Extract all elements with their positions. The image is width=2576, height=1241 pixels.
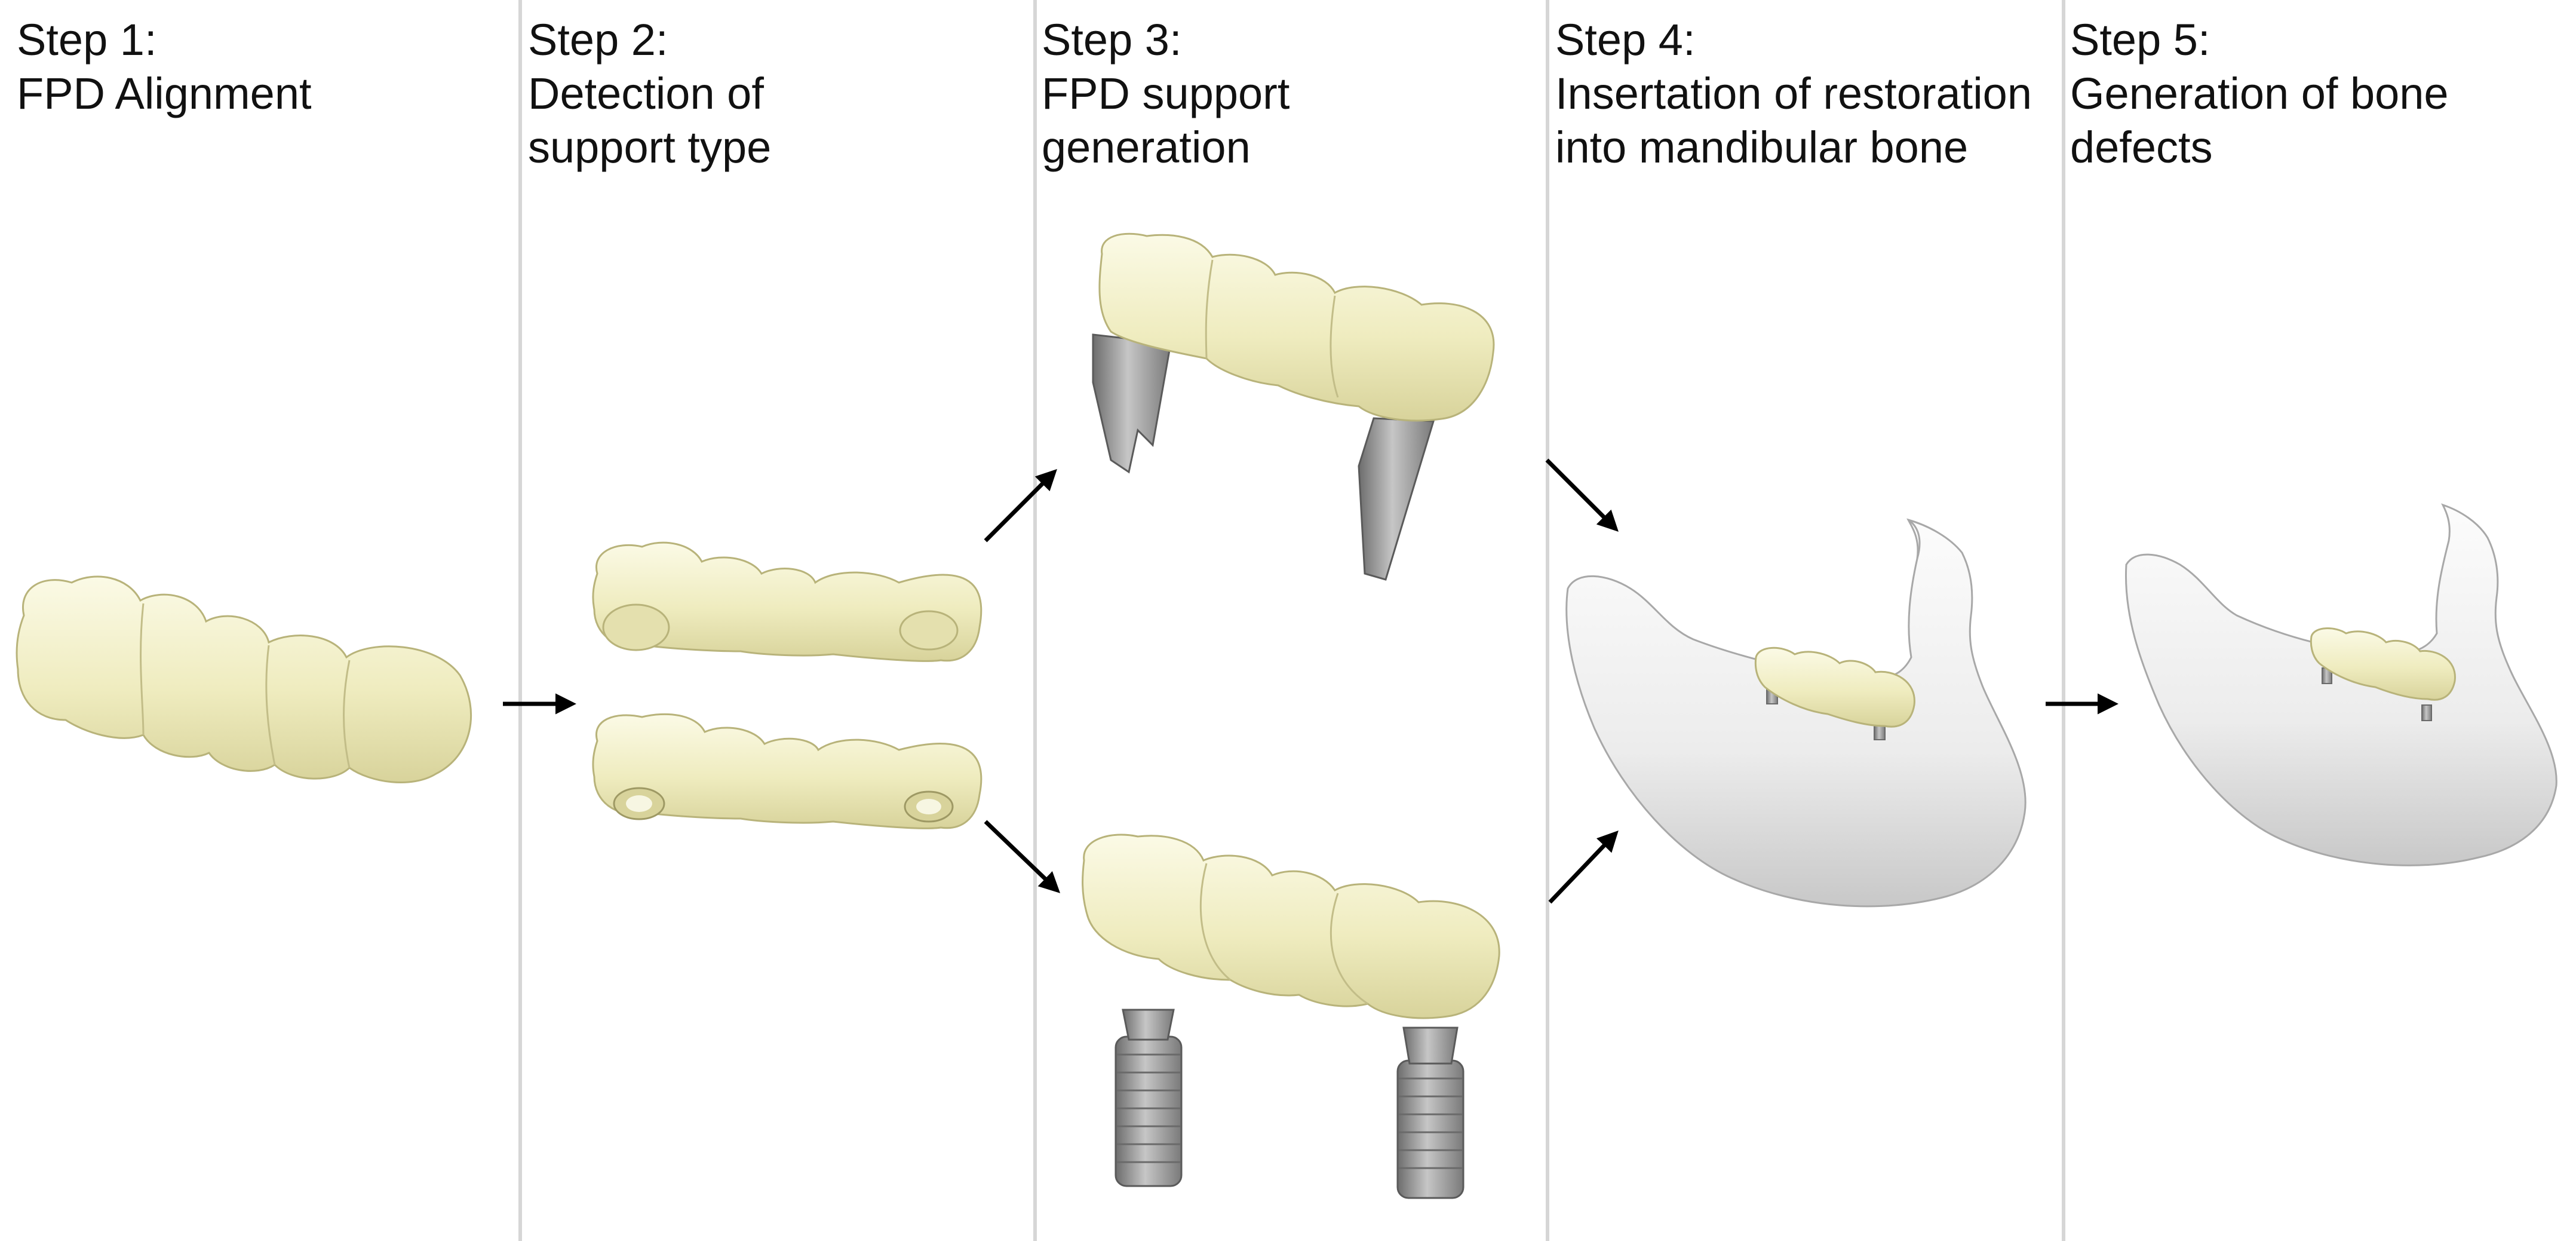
step-2-number: Step 2: xyxy=(528,15,668,65)
step-5-title: Generation of bone xyxy=(2070,69,2449,118)
step-4-heading: Step 4: Insertation of restoration into … xyxy=(1555,13,2032,174)
bridge-on-natural-roots-model xyxy=(1092,232,1495,581)
step-2-heading: Step 2: Detection of support type xyxy=(528,13,771,174)
column-divider xyxy=(1546,0,1549,1241)
step-3-number: Step 3: xyxy=(1042,15,1182,65)
step-3-title: FPD support xyxy=(1042,69,1290,118)
step-1-number: Step 1: xyxy=(17,15,157,65)
mandible-with-restoration-model xyxy=(1565,518,2027,908)
arrow-step2-to-step3-top xyxy=(984,469,1057,543)
mandible-with-bone-defects-model xyxy=(2124,503,2557,866)
column-divider xyxy=(518,0,522,1241)
bridge-on-implants-model xyxy=(1082,834,1500,1199)
step-5-title-line2: defects xyxy=(2070,122,2213,172)
step-1-heading: Step 1: FPD Alignment xyxy=(17,13,312,121)
step-2-title-line2: support type xyxy=(528,122,772,172)
step-3-heading: Step 3: FPD support generation xyxy=(1042,13,1289,174)
column-divider xyxy=(2062,0,2065,1241)
fpd-bridge-model xyxy=(16,575,472,783)
step-5-heading: Step 5: Generation of bone defects xyxy=(2070,13,2449,174)
tooth-supported-bridge-model xyxy=(592,541,982,662)
step-4-title-line2: into mandibular bone xyxy=(1555,122,1969,172)
step-4-number: Step 4: xyxy=(1555,15,1696,65)
implant-supported-bridge-model xyxy=(592,713,982,829)
step-4-title: Insertation of restoration xyxy=(1555,69,2032,118)
column-divider xyxy=(1033,0,1037,1241)
step-1-title: FPD Alignment xyxy=(17,69,312,118)
arrow-step2-to-step3-bottom xyxy=(984,820,1061,893)
arrow-step3-bottom-to-step4 xyxy=(1548,830,1619,904)
step-2-title: Detection of xyxy=(528,69,764,118)
step-5-number: Step 5: xyxy=(2070,15,2210,65)
arrow-step3-top-to-step4 xyxy=(1545,458,1619,532)
step-3-title-line2: generation xyxy=(1042,122,1251,172)
